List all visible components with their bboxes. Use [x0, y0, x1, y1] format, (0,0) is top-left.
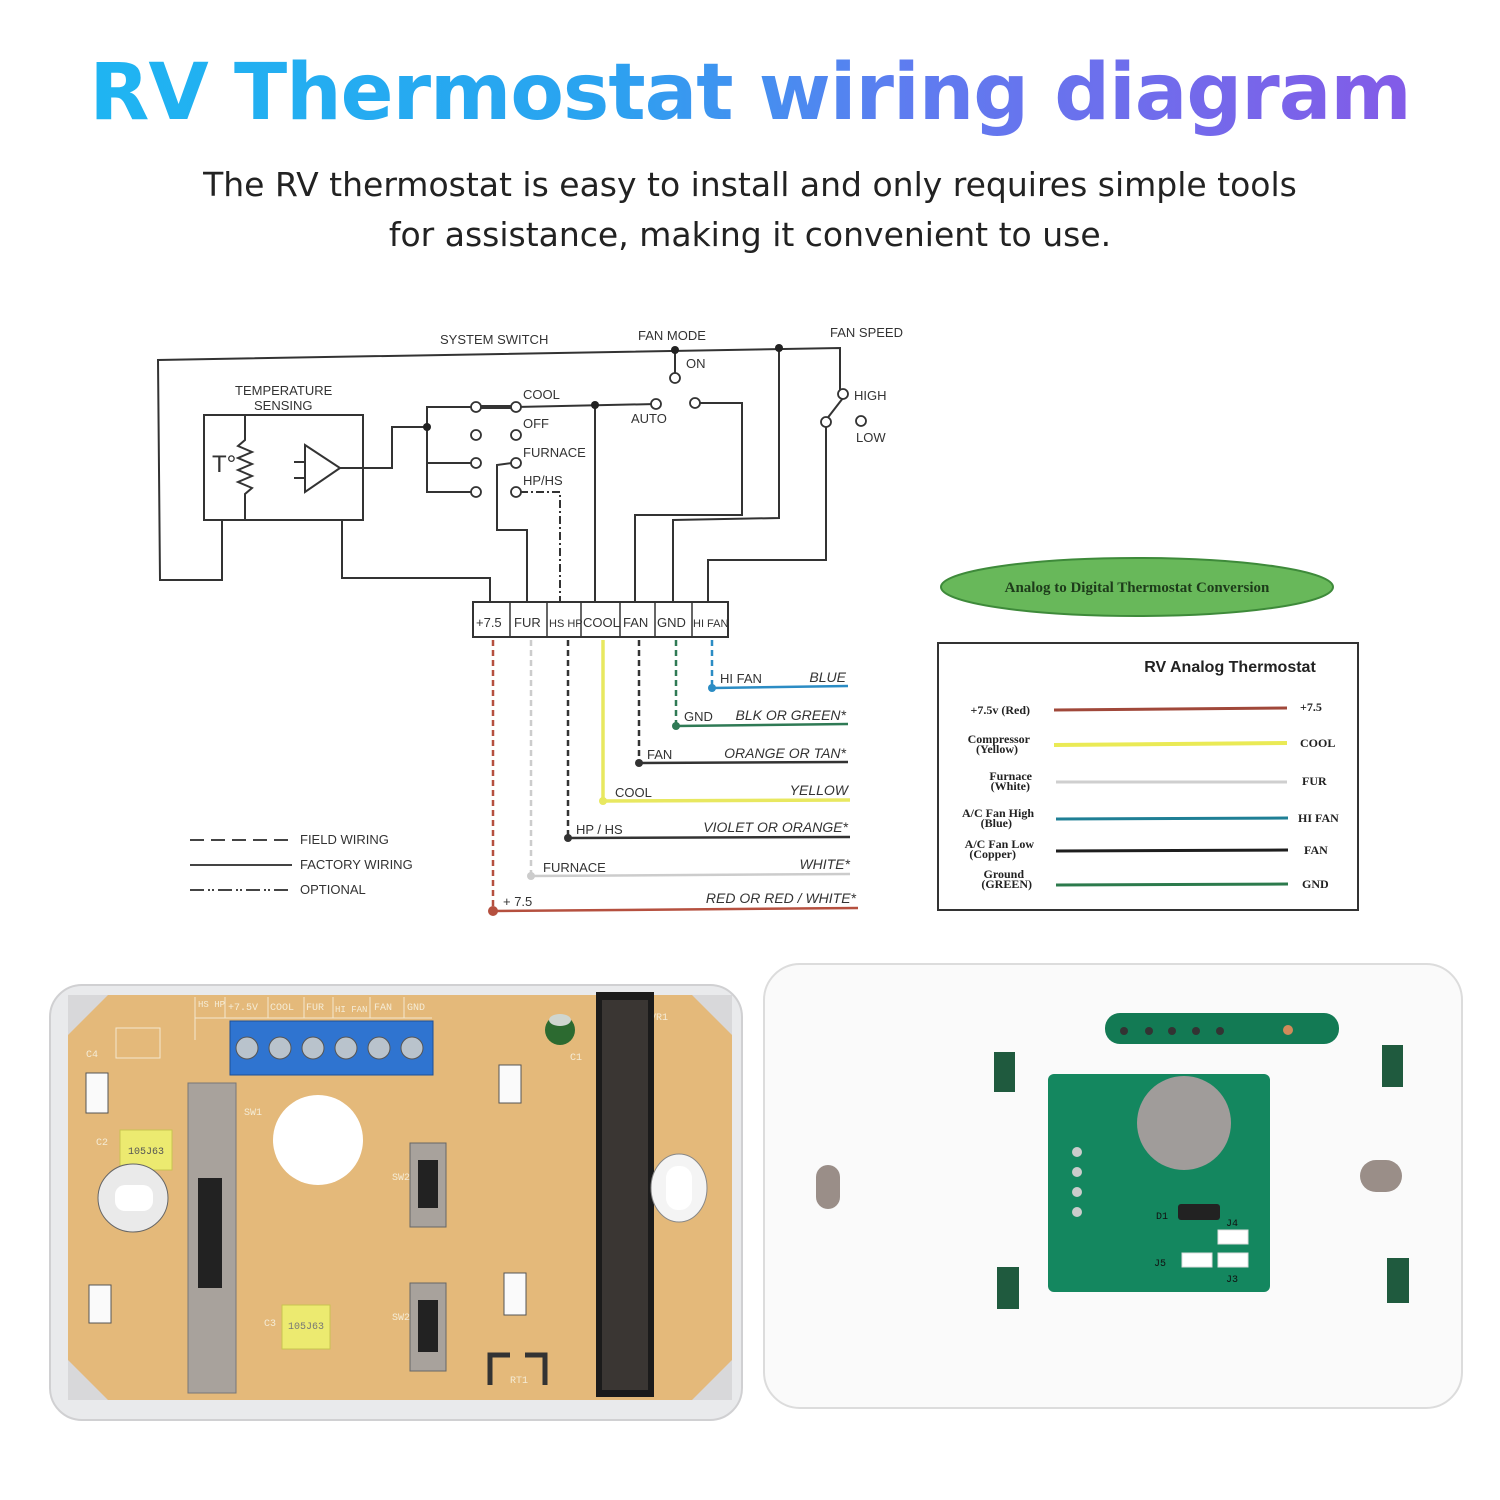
fan-mode-label: FAN MODE	[638, 328, 706, 343]
terminal-fur: FUR	[514, 615, 541, 630]
field-wires	[488, 640, 859, 916]
table-title: RV Analog Thermostat	[1144, 659, 1316, 676]
wire-7-5-color: RED OR RED / WHITE*	[706, 890, 857, 906]
row-gnd-left-1: Ground	[984, 867, 1025, 881]
row-fur-left-2: (White)	[991, 779, 1030, 793]
wire-furnace-color: WHITE*	[799, 856, 850, 872]
furnace-position-label: FURNACE	[523, 445, 586, 460]
wire-gnd-label: GND	[684, 709, 713, 724]
on-label: ON	[686, 356, 706, 371]
pcb-c1: C1	[570, 1053, 582, 1064]
off-position-label: OFF	[523, 416, 549, 431]
wire-hp-hs-label: HP / HS	[576, 822, 623, 837]
legend-field-wiring: FIELD WIRING	[300, 832, 389, 847]
row-hifan-left-1: A/C Fan High	[962, 806, 1034, 820]
wire-fan-label: FAN	[647, 747, 672, 762]
row-hifan-left-2: (Blue)	[981, 816, 1012, 830]
schematic	[156, 344, 867, 638]
pcb-back-photo: D1 J4 J5 J3	[763, 963, 1463, 1409]
terminal-7-5: +7.5	[476, 615, 502, 630]
back-j3: J3	[1226, 1275, 1238, 1286]
row-fan-right: FAN	[1304, 843, 1328, 857]
pcb-label-cool: COOL	[270, 1003, 294, 1014]
pcb-c2: C2	[96, 1138, 108, 1149]
pcb-front-photo: HS HP +7.5V COOL FUR HI FAN FAN GND C4 C…	[49, 984, 743, 1421]
high-label: HIGH	[854, 388, 887, 403]
c3-value: 105J63	[288, 1322, 324, 1333]
t-symbol: T°	[212, 451, 236, 478]
row-cool-left-1: Compressor	[968, 732, 1031, 746]
conversion-badge	[940, 557, 1334, 617]
row-fur-right: FUR	[1302, 774, 1327, 788]
conversion-table	[937, 642, 1359, 911]
pcb-label-hs-hp: HS HP	[198, 1000, 225, 1010]
row-fan-left-2: (Copper)	[969, 847, 1016, 861]
subtitle-line-1: The RV thermostat is easy to install and…	[203, 165, 1297, 204]
row-7-5-right: +7.5	[1300, 700, 1322, 714]
back-d1: D1	[1156, 1212, 1168, 1223]
legend-factory-wiring: FACTORY WIRING	[300, 857, 413, 872]
row-gnd-left-2: (GREEN)	[981, 877, 1032, 891]
sensing-label: SENSING	[254, 398, 313, 413]
row-gnd-right: GND	[1302, 877, 1329, 891]
c2-value: 105J63	[128, 1147, 164, 1158]
terminal-hs-hp: HS HP	[549, 618, 583, 630]
table-rows	[1053, 706, 1289, 887]
row-7-5-left: +7.5v (Red)	[971, 703, 1031, 717]
row-cool-left-2: (Yellow)	[976, 742, 1018, 756]
row-fan-left-1: A/C Fan Low	[965, 837, 1035, 851]
pcb-sw2-a: SW2	[392, 1173, 410, 1184]
low-label: LOW	[856, 430, 886, 445]
row-hifan-right: HI FAN	[1298, 811, 1339, 825]
wire-7-5-label: + 7.5	[503, 894, 532, 909]
row-cool-right: COOL	[1300, 736, 1335, 750]
terminal-gnd: GND	[657, 615, 686, 630]
wire-hp-hs-color: VIOLET OR ORANGE*	[703, 819, 848, 835]
pcb-label-7-5v: +7.5V	[228, 1003, 258, 1014]
wire-furnace-label: FURNACE	[543, 860, 606, 875]
conversion-badge-text: Analog to Digital Thermostat Conversion	[1005, 580, 1270, 596]
row-fur-left-1: Furnace	[989, 769, 1032, 783]
terminal-fan: FAN	[623, 615, 648, 630]
pcb-label-fur: FUR	[306, 1003, 324, 1014]
pcb-c3: C3	[264, 1319, 276, 1330]
pcb-c4: C4	[86, 1050, 98, 1061]
page-title: RV Thermostat wiring diagram	[0, 48, 1500, 138]
legend-optional: OPTIONAL	[300, 882, 366, 897]
wire-cool-label: COOL	[615, 785, 652, 800]
pcb-sw1: SW1	[244, 1108, 262, 1119]
wire-cool-color: YELLOW	[790, 782, 850, 798]
cool-position-label: COOL	[523, 387, 560, 402]
terminal-block-photo	[229, 1020, 434, 1076]
subtitle-line-2: for assistance, making it convenient to …	[388, 215, 1112, 254]
pcb-rt1: RT1	[510, 1376, 528, 1387]
terminal-block	[472, 601, 729, 638]
wiring-legend	[190, 839, 292, 891]
pcb-label-fan: FAN	[374, 1003, 392, 1014]
back-j4: J4	[1226, 1219, 1238, 1230]
op-amp-icon	[304, 443, 342, 494]
temperature-label: TEMPERATURE	[235, 383, 333, 398]
pcb-sw2-b: SW2	[392, 1313, 410, 1324]
wire-gnd-color: BLK OR GREEN*	[736, 707, 847, 723]
fan-speed-label: FAN SPEED	[830, 325, 903, 340]
hp-hs-position-label: HP/HS	[523, 473, 563, 488]
terminal-cool: COOL	[583, 615, 620, 630]
terminal-hi-fan: HI FAN	[693, 618, 729, 630]
back-center-hole	[1137, 1076, 1231, 1170]
wire-hi-fan-label: HI FAN	[720, 671, 762, 686]
pcb-label-hi-fan: HI FAN	[335, 1005, 367, 1015]
back-j5: J5	[1154, 1259, 1166, 1270]
wire-fan-color: ORANGE OR TAN*	[724, 745, 846, 761]
thermistor-icon	[235, 415, 255, 520]
pcb-label-gnd: GND	[407, 1003, 425, 1014]
auto-label: AUTO	[631, 411, 667, 426]
wire-hi-fan-color: BLUE	[809, 669, 846, 685]
center-hole	[273, 1095, 363, 1185]
pcb-vr1: VR1	[650, 1013, 668, 1024]
system-switch-label: SYSTEM SWITCH	[440, 332, 548, 347]
